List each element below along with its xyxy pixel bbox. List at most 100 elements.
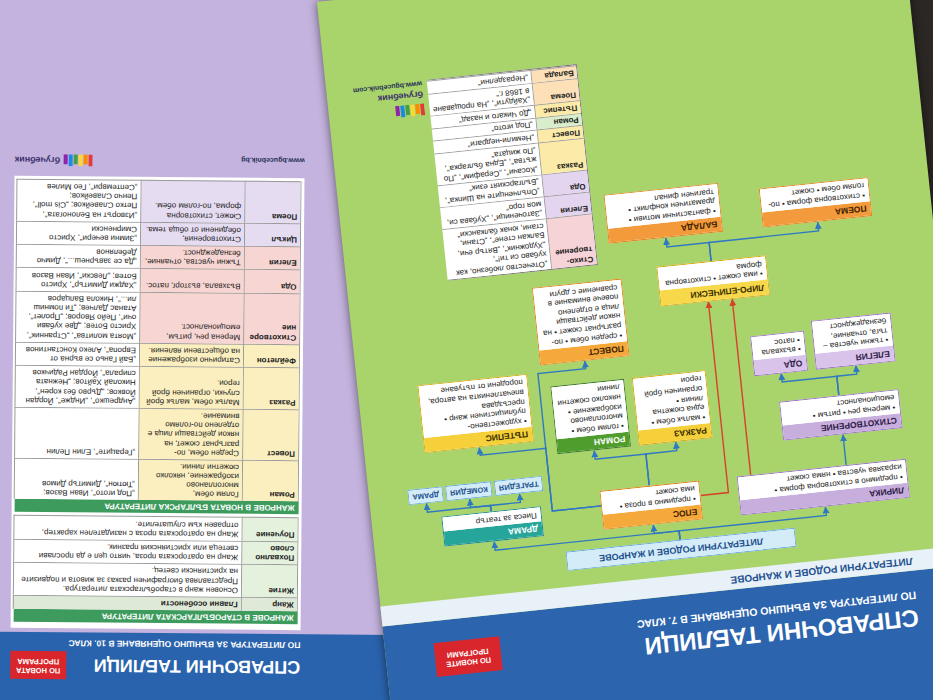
table-genre-cell: Фейлетон [243, 343, 299, 367]
sheet-subtitle: ПО ЛИТЕРАТУРА ЗА ВЪНШНО ОЦЕНЯВАНЕ В 10. … [10, 638, 300, 651]
table-description-cell: Сюжет, стихотворна форма, по-голям обем. [140, 180, 244, 223]
derivation-arrow [732, 299, 750, 475]
genre-tag: КОМЕДИЯ [445, 481, 492, 501]
publisher-logo: бгучебникwww.bgucebnik.com [356, 81, 426, 125]
table-description-cell: Среден обем, по-разгърнат сюжет, на няко… [138, 408, 242, 460]
genre-box: СТИХОТВОРЕНИЕ• мерена реч • ритъм • емоц… [779, 389, 902, 441]
node-heading: ТРАГЕДИЯ [495, 477, 542, 495]
genre-tag: ТРАГЕДИЯ [494, 476, 543, 496]
badge-text: ПО НОВИТЕ ПРОГРАМИ [434, 645, 501, 669]
genre-box: ПОЕМА• стихотворна форма • по-голям обем… [759, 177, 873, 228]
logo-bars [394, 104, 425, 119]
logo-bar [64, 154, 68, 164]
logo-bar [410, 105, 415, 117]
genre-box: РОМАН• голям обем • многопланово изображ… [550, 379, 631, 455]
program-badge: ПО НОВАТА ПРОГРАМА [10, 651, 66, 679]
genre-box: ПОВЕСТ• среден обем • по-разгърнат сюжет… [532, 279, 630, 366]
table-description-cell: Сатирично изображение на обществени явле… [139, 343, 243, 367]
table-works-cell: „Зимни вечери“, Христо Смирненски [16, 220, 140, 244]
table-works-cell: „Под игото“, Иван Вазов; „Тютюн“, Димитъ… [14, 457, 138, 500]
genre-family-box: ЛИРО-ЕПИЧЕСКИ• има сюжет • стихотворна ф… [656, 256, 770, 307]
logo-bar [405, 105, 410, 115]
logo-bar [89, 154, 93, 166]
table-description-cell: Основен жанр в старобългарската литерату… [13, 562, 241, 597]
node-body: • среден обем • по-разгърнат сюжет • на … [533, 280, 627, 350]
table-genre-cell: Разказ [538, 138, 587, 174]
table-genre-cell: Ода [244, 269, 300, 293]
genre-family-box: ЕПОС• предимно в проза • има сюжет [599, 480, 703, 530]
node-heading: ДРАМА [409, 488, 443, 504]
table-genre-cell: Стихотворение [243, 292, 299, 343]
node-heading: КОМЕДИЯ [446, 482, 491, 500]
section-band: ЖАНРОВЕ В СТАРОБЪЛГАРСКАТА ЛИТЕРАТУРА [14, 609, 298, 624]
table-genre-cell: Поема [244, 181, 300, 223]
table-genre-cell: Разказ [242, 367, 298, 409]
logo-bar [69, 154, 73, 166]
logo-bar [415, 104, 420, 114]
table-description-cell: Тъжни чувства, отчаяние, безнадеждност. [140, 245, 244, 269]
table-header-cell: Жанр [241, 597, 297, 612]
logo-bar [84, 154, 88, 164]
table-works-cell: „Андрешко“, „Индже“, Йордан Йовков; „Дър… [15, 365, 139, 408]
table-works-cell: „Отечество любезно, как хубаво си ти!“, … [442, 218, 551, 280]
table-header-cell: Главни особености [13, 595, 241, 611]
table-description-cell: Жанр на ораторската проза, чиято цел е д… [13, 539, 241, 564]
genre-box: ОДА• възхвала • патос [750, 331, 808, 376]
logo-bar [395, 106, 400, 116]
hierarchy-arrow [594, 445, 649, 491]
table-works-cell: „Бай Ганьо се върна от Европа“, Алеко Ко… [15, 341, 139, 365]
node-body: • голям обем • многопланово изображение … [551, 380, 628, 439]
table-genre-cell: Елегия [244, 246, 300, 270]
genre-box: БАЛАДА• фантастични мотиви • драматичен … [604, 183, 723, 244]
node-body: • малък обем • една сюжетна линия • огра… [633, 371, 710, 430]
badge-text: ПО НОВАТА ПРОГРАМА [10, 656, 66, 674]
table-works-cell: „Хаджи Димитър“, Христо Ботев; „Левски“,… [16, 267, 140, 291]
diagram-board: ЛИТЕРАТУРНИ РОДОВЕ И ЖАНРОВЕ ЛИРИКА• пред… [317, 0, 933, 700]
genre-box: ЕЛЕГИЯ• тъжни чувства – тъга, отчаяние, … [811, 312, 896, 369]
header-row: СПРАВОЧНИ ТАБЛИЦИ ПО НОВАТА ПРОГРАМА [10, 651, 300, 682]
logo-bar [420, 104, 425, 116]
sheet-title: СПРАВОЧНИ ТАБЛИЦИ [94, 655, 301, 678]
genre-tag: ДРАМА [408, 486, 444, 505]
header-band: СПРАВОЧНИ ТАБЛИЦИ ПО НОВАТА ПРОГРАМА ПО ЛИ… [0, 632, 451, 700]
website-url: www.bgucebnik.bg [241, 157, 305, 165]
hierarchy-arrow [843, 434, 846, 464]
table-description-cell: Стихотворения, обединени от обща тема. [140, 221, 244, 245]
node-heading: ЛИТЕРАТУРНИ РОДОВЕ И ЖАНРОВЕ [567, 529, 796, 570]
table-description-cell: Мерена реч, ритъм, емоционалност. [139, 292, 243, 344]
logo-bar [79, 154, 83, 166]
table-description-cell: Голям обем, многопланово изображение, ня… [138, 459, 242, 502]
table-genre-cell: Стихо-творение [546, 213, 597, 268]
genre-box: РАЗКАЗ• малък обем • една сюжетна линия … [632, 370, 713, 446]
hierarchy-arrow [666, 234, 711, 266]
logo-bars [63, 154, 93, 166]
table-genre-cell: Цикъл [244, 222, 300, 246]
table-works-cell: „Изворът на Белоногата“, Петко Славейков… [16, 179, 140, 222]
footer: www.bgucebnik.bg бгучебник [15, 154, 305, 169]
hierarchy-arrow [645, 442, 680, 486]
table-works-cell: „Да се завърнеш...“, Димчо Дебелянов [16, 244, 140, 268]
publisher-logo: бгучебник [15, 154, 94, 167]
table-works-cell: „Гераците“, Елин Пелин [14, 407, 138, 459]
logo-bar [400, 106, 405, 118]
genre-family-box: ДРАМАПиеса за театър [441, 506, 544, 546]
table-description-cell: Малък обем, малък брой случки, ограничен… [138, 366, 242, 409]
table-genre-cell: Житие [241, 564, 297, 597]
reference-sheet-7: СПРАВОЧНИ ТАБЛИЦИПО ЛИТЕРАТУРА ЗА ВЪНШНО… [317, 0, 933, 700]
works-table: Стихо-творение„Отечество любезно, как ху… [428, 64, 598, 280]
table-genre-cell: Повест [242, 409, 298, 460]
root-box: ЛИТЕРАТУРНИ РОДОВЕ И ЖАНРОВЕ [566, 528, 797, 571]
table-genre-cell: Поучение [241, 517, 297, 541]
logo-bar [74, 154, 78, 164]
table-works-cell: „Моята молитва“, „Странник“, Христо Боте… [15, 291, 139, 343]
table-description-cell: Възхвала, възторг, патос. [140, 268, 244, 292]
genre-box: ПЪТЕПИС• художествено-публицистичен жанр… [417, 374, 534, 453]
table-genre-cell: Похвално слово [241, 541, 297, 565]
table-description-cell: Жанр на ораторската проза с назидателен … [13, 515, 241, 540]
hierarchy-arrow [836, 365, 859, 395]
genre-family-box: ЛИРИКА• предимно в стихотворна форма • и… [737, 458, 910, 515]
section-band: ЖАНРОВЕ В НОВАТА БЪЛГАРСКА ЛИТЕРАТУРА [15, 499, 299, 514]
new-genres-table: РоманГолям обем, многопланово изображени… [15, 179, 302, 502]
old-genres-table: ЖанрГлавни особеностиЖитиеОсновен жанр в… [14, 515, 299, 611]
